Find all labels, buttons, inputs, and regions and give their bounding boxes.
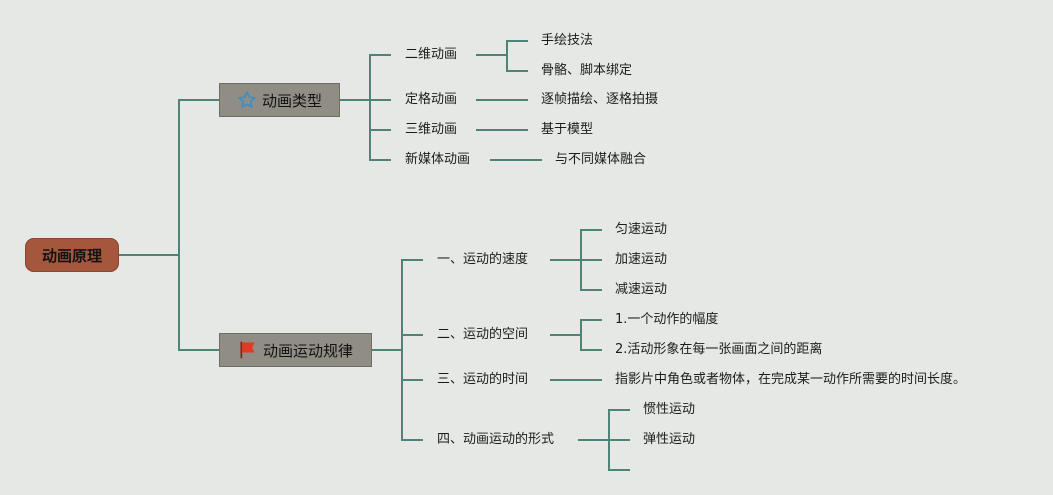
leaf-frame-by-frame[interactable]: 逐帧描绘、逐格拍摄	[541, 92, 659, 107]
topic-motion-forms[interactable]: 四、动画运动的形式	[437, 432, 555, 447]
branch-label: 动画运动规律	[262, 341, 353, 360]
leaf-accelerated-motion[interactable]: 加速运动	[615, 252, 668, 267]
leaf-model-based[interactable]: 基于模型	[541, 122, 594, 137]
topic-3d-animation[interactable]: 三维动画	[405, 122, 458, 137]
branch-animation-types[interactable]: 动画类型	[219, 83, 340, 117]
branch-label: 动画类型	[261, 91, 322, 110]
leaf-uniform-motion[interactable]: 匀速运动	[615, 222, 668, 237]
leaf-skeleton-script[interactable]: 骨骼、脚本绑定	[541, 63, 633, 78]
leaf-hand-drawn[interactable]: 手绘技法	[541, 33, 594, 48]
leaf-elastic-motion[interactable]: 弹性运动	[643, 432, 696, 447]
topic-motion-speed[interactable]: 一、运动的速度	[437, 252, 529, 267]
root-label: 动画原理	[41, 246, 102, 265]
leaf-frame-distance[interactable]: 2.活动形象在每一张画面之间的距离	[615, 342, 823, 357]
leaf-time-definition[interactable]: 指影片中角色或者物体，在完成某一动作所需要的时间长度。	[615, 372, 967, 387]
topic-stop-motion[interactable]: 定格动画	[405, 92, 458, 107]
topic-2d-animation[interactable]: 二维动画	[405, 47, 458, 62]
topic-new-media[interactable]: 新媒体动画	[405, 152, 471, 167]
root-node[interactable]: 动画原理	[25, 238, 119, 272]
branch-motion-laws[interactable]: 动画运动规律	[219, 333, 372, 367]
leaf-decelerated-motion[interactable]: 减速运动	[615, 282, 668, 297]
topic-motion-space[interactable]: 二、运动的空间	[437, 327, 529, 342]
leaf-action-amplitude[interactable]: 1.一个动作的幅度	[615, 312, 719, 327]
leaf-media-fusion[interactable]: 与不同媒体融合	[555, 152, 647, 167]
leaf-inertial-motion[interactable]: 惯性运动	[643, 402, 696, 417]
red-flag-icon	[238, 340, 258, 360]
star-icon	[237, 90, 257, 110]
topic-motion-time[interactable]: 三、运动的时间	[437, 372, 529, 387]
